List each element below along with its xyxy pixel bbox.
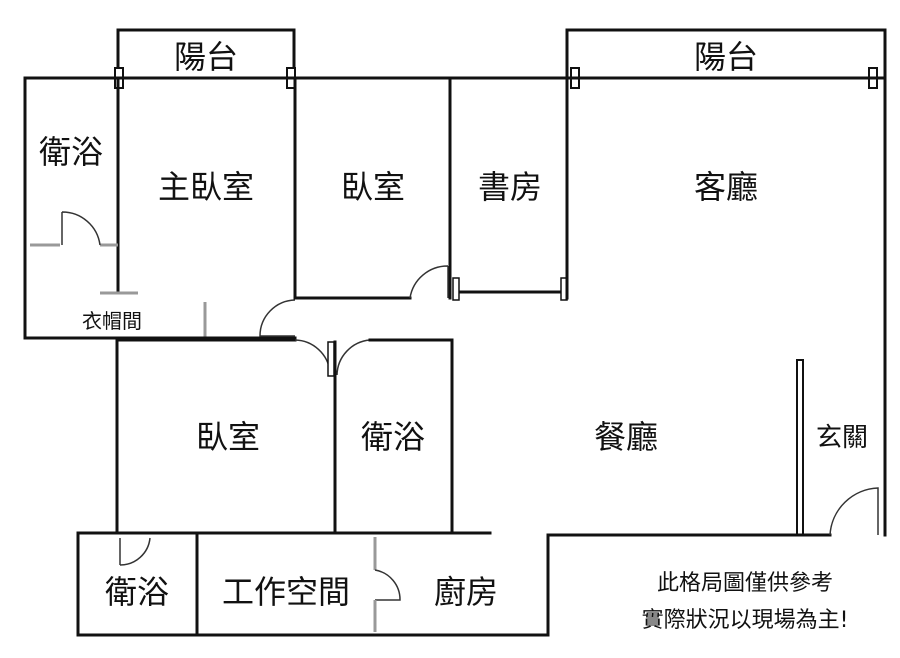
label-bath-3: 衛浴 [105,573,169,611]
label-master-bath: 衛浴 [39,133,103,171]
label-balcony-left: 陽台 [174,38,238,76]
label-master-bedroom: 主臥室 [158,168,254,206]
label-bath-2: 衛浴 [361,418,425,456]
label-bedroom-1: 臥室 [341,168,405,206]
label-entrance: 玄關 [816,423,868,453]
disclaimer-line-2: 實際狀況以現場為主! [642,608,849,633]
label-living-room: 客廳 [694,168,758,206]
label-closet: 衣帽間 [82,309,142,333]
disclaimer-line-1: 此格局圖僅供參考 [657,571,833,596]
label-dining-room: 餐廳 [594,418,658,456]
walls [23,28,887,637]
label-study: 書房 [478,168,542,206]
label-kitchen: 廚房 [434,573,498,611]
label-work-space: 工作空間 [222,573,350,611]
label-bedroom-2: 臥室 [196,418,260,456]
label-balcony-right: 陽台 [694,38,758,76]
